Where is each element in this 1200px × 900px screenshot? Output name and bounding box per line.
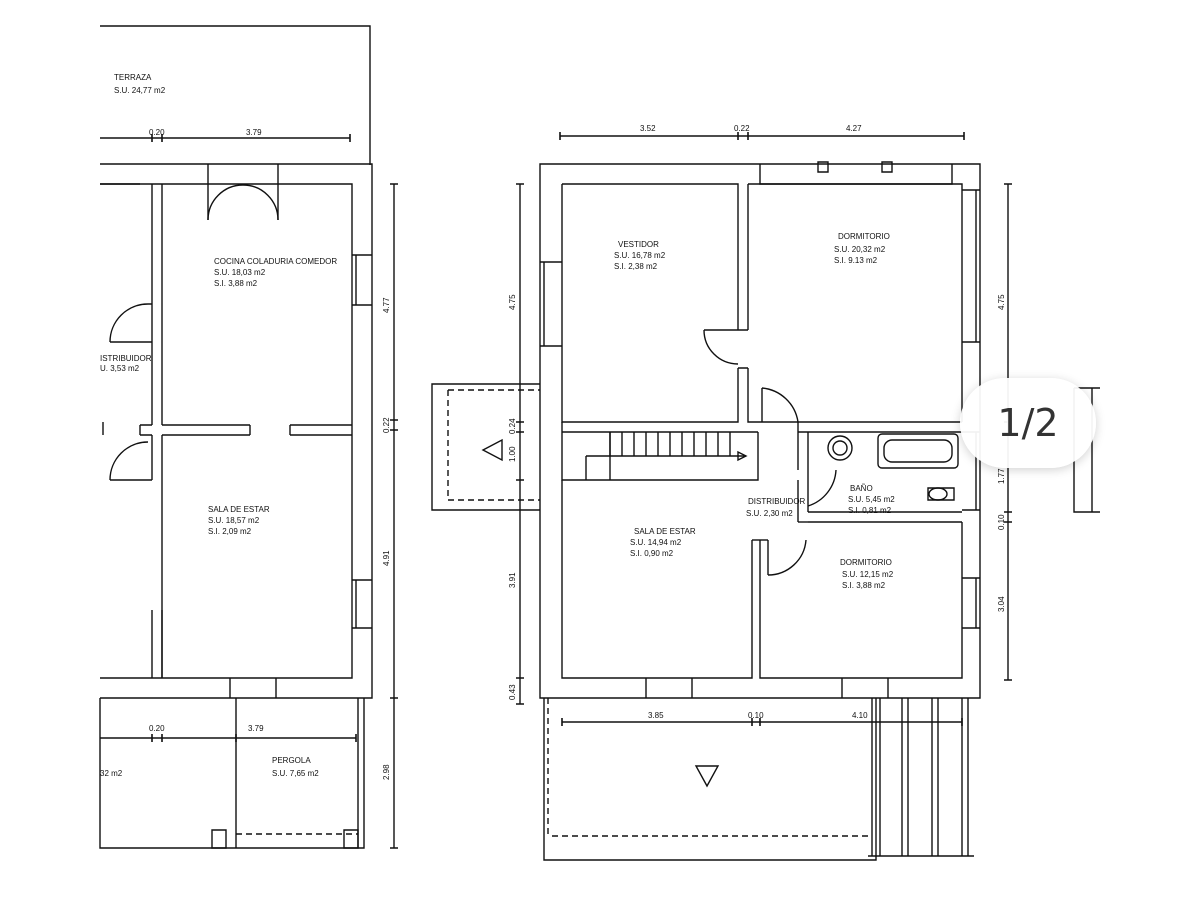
balcony-outline bbox=[431, 383, 540, 511]
dim-right-left-c: 1.00 bbox=[508, 446, 517, 462]
dim-left-bottom-a: 0.20 bbox=[149, 724, 165, 733]
bano-si: S.I. 0,81 m2 bbox=[848, 506, 892, 515]
dim-left-right-c: 4.91 bbox=[382, 550, 391, 566]
pergola-name: PERGOLA bbox=[272, 756, 311, 765]
dormitorio1-si: S.I. 9.13 m2 bbox=[834, 256, 878, 265]
dim-left-right-a: 4.77 bbox=[382, 297, 391, 313]
terraza-outline bbox=[100, 25, 371, 165]
dormitorio2-si: S.I. 3,88 m2 bbox=[842, 581, 886, 590]
terraza-name: TERRAZA bbox=[114, 73, 152, 82]
dim-right-left-b: 0.24 bbox=[508, 418, 517, 434]
cocina-name: COCINA COLADURIA COMEDOR bbox=[214, 257, 337, 266]
terraza-su: S.U. 24,77 m2 bbox=[114, 86, 166, 95]
dormitorio2-su: S.U. 12,15 m2 bbox=[842, 570, 894, 579]
page-indicator[interactable]: 1/2 bbox=[960, 378, 1096, 468]
dim-right-left-a: 4.75 bbox=[508, 294, 517, 310]
right-pergola-outline bbox=[543, 698, 877, 861]
vestidor-si: S.I. 2,38 m2 bbox=[614, 262, 658, 271]
dim-right-right-d: 3.04 bbox=[997, 596, 1006, 612]
right-outer-wall bbox=[539, 163, 981, 699]
bano-walls bbox=[808, 511, 962, 523]
left-sala-su: S.U. 18,57 m2 bbox=[208, 516, 260, 525]
right-distribuidor-su: S.U. 2,30 m2 bbox=[746, 509, 793, 518]
left-distribuidor-name: ISTRIBUIDOR bbox=[100, 354, 152, 363]
dim-right-right-b: 1.77 bbox=[997, 468, 1006, 484]
vestidor-name: VESTIDOR bbox=[618, 240, 659, 249]
dim-left-top-b: 3.79 bbox=[246, 128, 262, 137]
dim-right-top-a: 3.52 bbox=[640, 124, 656, 133]
dim-left-right-b: 0.22 bbox=[382, 417, 391, 433]
staircase bbox=[561, 432, 759, 481]
left-inner-wall bbox=[100, 183, 353, 679]
dim-right-left-e: 0.43 bbox=[508, 684, 517, 700]
dim-right-left-d: 3.91 bbox=[508, 572, 517, 588]
bano-su: S.U. 5,45 m2 bbox=[848, 495, 895, 504]
cocina-su: S.U. 18,03 m2 bbox=[214, 268, 266, 277]
dormitorio1-su: S.U. 20,32 m2 bbox=[834, 245, 886, 254]
dim-right-bottom-b: 0.10 bbox=[748, 711, 764, 720]
dim-right-right-a: 4.75 bbox=[997, 294, 1006, 310]
dim-right-bottom-c: 4.10 bbox=[852, 711, 868, 720]
left-distribuidor-su: U. 3,53 m2 bbox=[100, 364, 140, 373]
pergola-su: S.U. 7,65 m2 bbox=[272, 769, 319, 778]
pergola-outline bbox=[99, 698, 365, 849]
dim-right-bottom-a: 3.85 bbox=[648, 711, 664, 720]
dim-left-right-d: 2.98 bbox=[382, 764, 391, 780]
dim-left-top-a: 0.20 bbox=[149, 128, 165, 137]
vestidor-su: S.U. 16,78 m2 bbox=[614, 251, 666, 260]
dim-right-right-c: 0.10 bbox=[997, 514, 1006, 530]
sala-walls bbox=[561, 480, 753, 679]
dim-right-top-b: 0.22 bbox=[734, 124, 750, 133]
right-sala-si: S.I. 0,90 m2 bbox=[630, 549, 674, 558]
dim-left-bottom-b: 3.79 bbox=[248, 724, 264, 733]
bano-name: BAÑO bbox=[850, 484, 873, 493]
left-sala-si: S.I. 2,09 m2 bbox=[208, 527, 252, 536]
partial-area: 32 m2 bbox=[100, 769, 123, 778]
dim-right-top-c: 4.27 bbox=[846, 124, 862, 133]
left-partition-wall bbox=[151, 184, 163, 425]
vestidor-walls bbox=[562, 183, 749, 330]
left-horizontal-partition bbox=[162, 424, 250, 436]
right-sala-su: S.U. 14,94 m2 bbox=[630, 538, 682, 547]
right-distribuidor-name: DISTRIBUIDOR bbox=[748, 497, 806, 506]
dormitorio2-name: DORMITORIO bbox=[840, 558, 892, 567]
dormitorio1-name: DORMITORIO bbox=[838, 232, 890, 241]
left-outer-wall bbox=[100, 163, 373, 699]
cocina-si: S.I. 3,88 m2 bbox=[214, 279, 258, 288]
left-sala-name: SALA DE ESTAR bbox=[208, 505, 270, 514]
right-sala-name: SALA DE ESTAR bbox=[634, 527, 696, 536]
